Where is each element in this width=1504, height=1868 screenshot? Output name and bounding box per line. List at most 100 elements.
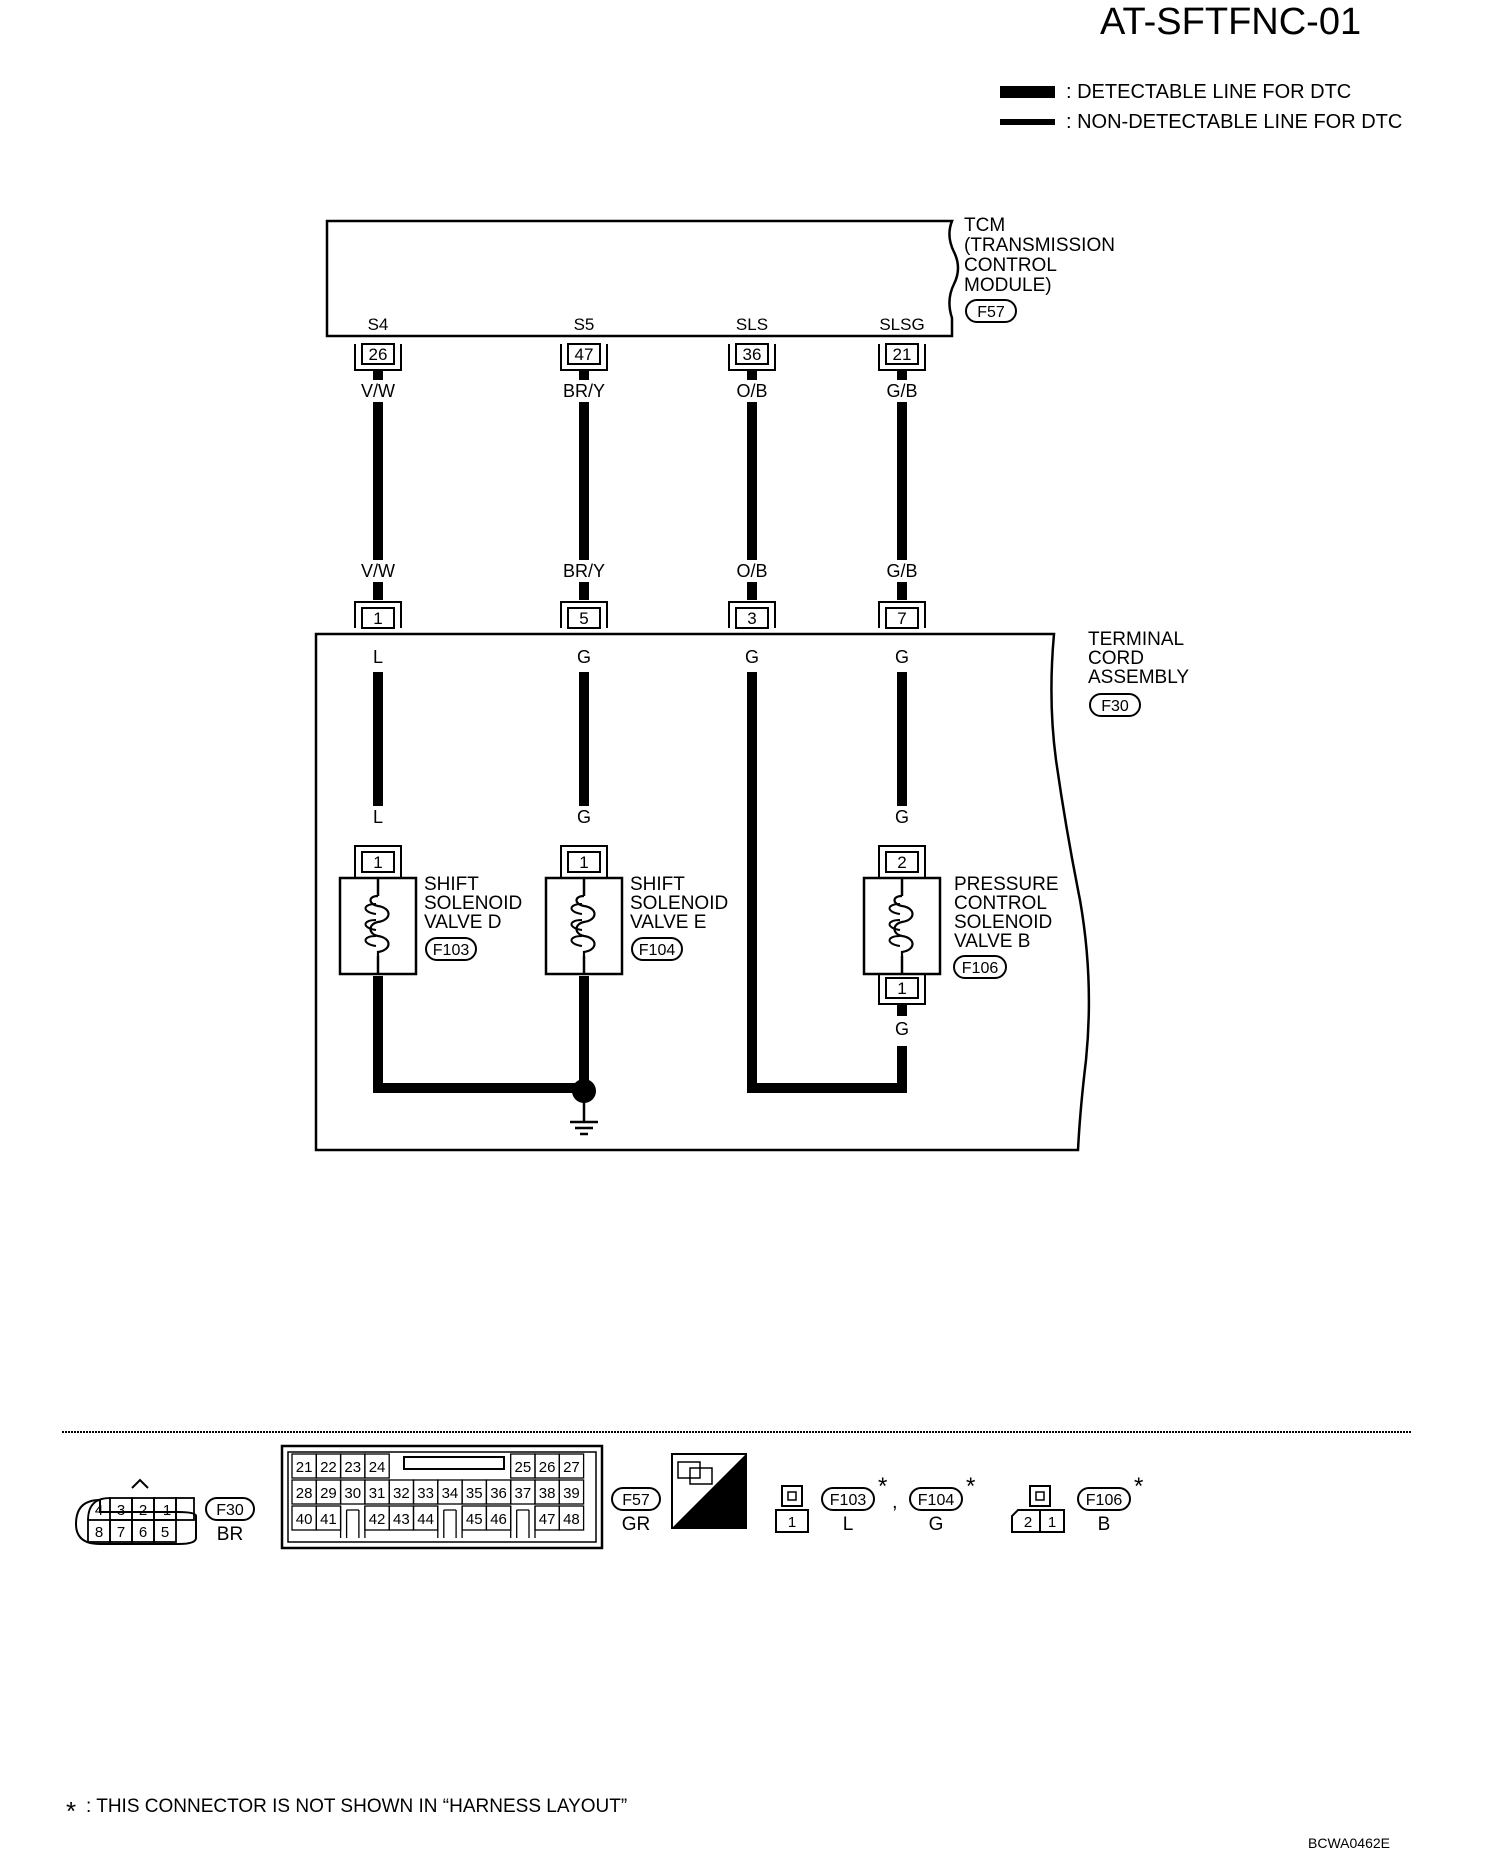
connector-view-f103-f104: 1 F103 * L , F104 * G bbox=[775, 1473, 975, 1535]
valve-d-connector-id: F103 bbox=[433, 942, 470, 959]
tcm-signal-s4: S4 bbox=[368, 315, 389, 334]
f57-pin-42: 42 bbox=[369, 1511, 386, 1528]
terminal-cord-connector-badge bbox=[1089, 693, 1141, 717]
inner-wire-labels: L G G G bbox=[366, 646, 914, 668]
valve-b-connector-id: F106 bbox=[962, 960, 999, 977]
f57-pin-cell bbox=[558, 1479, 585, 1505]
f57-pin-29: 29 bbox=[320, 1485, 337, 1502]
terminal-cord-connector-id: F30 bbox=[1101, 698, 1129, 715]
shift-solenoid-valve-e: 1 SHIFT SOLENOID VALVE E F104 bbox=[544, 845, 728, 976]
valve-b-name-line-1: PRESSURE bbox=[954, 874, 1059, 895]
f104-id: F104 bbox=[918, 1492, 955, 1509]
tcm-pin-36: 36 bbox=[743, 345, 762, 364]
wire-color-slsg-top: G/B bbox=[886, 381, 917, 401]
valve-e-name-line-2: SOLENOID bbox=[630, 893, 728, 914]
terminal-cord-pin-5: 5 bbox=[579, 609, 588, 628]
valve-e-name-line-1: SHIFT bbox=[630, 874, 685, 895]
tcm-signal-s5: S5 bbox=[574, 315, 595, 334]
valve-b-wire-color-bottom: G bbox=[895, 1019, 909, 1039]
terminal-cord-box bbox=[314, 632, 1091, 1152]
f30-pin-2: 2 bbox=[139, 1502, 147, 1519]
f103-id: F103 bbox=[830, 1492, 867, 1509]
f30-pin-8: 8 bbox=[95, 1524, 103, 1541]
f30-pin-6: 6 bbox=[139, 1524, 147, 1541]
f57-pin-27: 27 bbox=[563, 1459, 580, 1476]
f106-color: B bbox=[1098, 1514, 1111, 1535]
tcm-name-line-4: MODULE) bbox=[964, 275, 1052, 296]
legend: : DETECTABLE LINE FOR DTC : NON-DETECTAB… bbox=[1000, 81, 1402, 133]
connector-view-f106: 2 1 F106 * B bbox=[1011, 1473, 1143, 1535]
f57-color: GR bbox=[622, 1514, 651, 1535]
f103-color: L bbox=[843, 1514, 854, 1535]
valve-d-pin: 1 bbox=[373, 853, 382, 872]
f57-pin-48: 48 bbox=[563, 1511, 580, 1528]
terminal-cord-pin-labels: 1 5 3 7 bbox=[373, 609, 906, 628]
tcm-name-line-3: CONTROL bbox=[964, 255, 1057, 276]
wire-color-s5-bottom: BR/Y bbox=[563, 561, 605, 581]
wire-color-sls-top: O/B bbox=[736, 381, 767, 401]
connector-view-f30: 4 3 2 1 8 7 6 5 F30 BR bbox=[74, 1478, 255, 1545]
f57-pin-39: 39 bbox=[563, 1485, 580, 1502]
f57-pin-43: 43 bbox=[393, 1511, 410, 1528]
f57-id: F57 bbox=[622, 1492, 650, 1509]
f57-key-notch bbox=[339, 1506, 366, 1538]
f57-pin-28: 28 bbox=[296, 1485, 313, 1502]
hs-label: H.S. bbox=[707, 1509, 736, 1526]
f57-pin-cell bbox=[558, 1505, 585, 1531]
f57-pin-40: 40 bbox=[296, 1511, 313, 1528]
f57-pin-26: 26 bbox=[539, 1459, 556, 1476]
f106-star: * bbox=[1134, 1473, 1143, 1500]
tcm-terminal-s4 bbox=[354, 343, 402, 371]
f57-pin-38: 38 bbox=[539, 1485, 556, 1502]
tcm-module: TCM (TRANSMISSION CONTROL MODULE) F57 bbox=[325, 215, 1115, 338]
pressure-control-solenoid-valve-b: 2 1 PRESSURE CONTROL SOLENOID VALVE B F1… bbox=[862, 845, 1059, 1016]
f57-pin-cell bbox=[558, 1453, 585, 1479]
wire-sls-loop bbox=[747, 672, 907, 1093]
f57-pin-44: 44 bbox=[417, 1511, 434, 1528]
valve-b-pin-top: 2 bbox=[897, 853, 906, 872]
f30-pin-3: 3 bbox=[117, 1502, 125, 1519]
valve-b-pin-bottom: 1 bbox=[897, 979, 906, 998]
legend-non-detectable-swatch bbox=[1000, 119, 1055, 125]
wire-color-s4-top: V/W bbox=[361, 381, 395, 401]
f57-pin-35: 35 bbox=[466, 1485, 483, 1502]
tcm-box bbox=[325, 219, 960, 338]
terminal-cord-name-line-3: ASSEMBLY bbox=[1088, 667, 1189, 688]
valve-d-wire-color: L bbox=[373, 807, 383, 827]
terminal-cord-pin-7: 7 bbox=[897, 609, 906, 628]
legend-non-detectable-label: : NON-DETECTABLE LINE FOR DTC bbox=[1066, 111, 1402, 133]
valve-d-name-line-1: SHIFT bbox=[424, 874, 479, 895]
wire-color-sls-bottom: O/B bbox=[736, 561, 767, 581]
f57-pin-25: 25 bbox=[515, 1459, 532, 1476]
wires bbox=[373, 371, 907, 1136]
valve-e-wire-color: G bbox=[577, 807, 591, 827]
f57-pin-36: 36 bbox=[490, 1485, 507, 1502]
terminal-cord-name-line-2: CORD bbox=[1088, 648, 1144, 669]
wire-labels-top: V/W BR/Y O/B G/B bbox=[355, 380, 925, 402]
tcm-pin-26: 26 bbox=[369, 345, 388, 364]
tcm-connector-id: F57 bbox=[977, 304, 1005, 321]
legend-detectable-label: : DETECTABLE LINE FOR DTC bbox=[1066, 81, 1351, 103]
inner-color-g-sls: G bbox=[745, 647, 759, 667]
f57-key-notch bbox=[510, 1506, 536, 1538]
valve-e-pin: 1 bbox=[579, 853, 588, 872]
f57-pin-46: 46 bbox=[490, 1511, 507, 1528]
valve-b-name-line-4: VALVE B bbox=[954, 931, 1030, 952]
inner-color-l: L bbox=[373, 647, 383, 667]
wire-valve-d-ground bbox=[373, 976, 584, 1093]
f57-pin-31: 31 bbox=[369, 1485, 386, 1502]
tcm-terminal-labels: S4 S5 SLS SLSG 26 47 36 21 bbox=[368, 315, 925, 364]
f57-pin-37: 37 bbox=[515, 1485, 532, 1502]
tcm-name-line-1: TCM bbox=[964, 215, 1005, 236]
f57-key-notch bbox=[437, 1506, 463, 1538]
page-code: AT-SFTFNC-01 bbox=[1100, 1, 1361, 43]
valve-b-name-line-3: SOLENOID bbox=[954, 912, 1052, 933]
valve-b-wire-color-top: G bbox=[895, 807, 909, 827]
wire-color-s4-bottom: V/W bbox=[361, 561, 395, 581]
f106-id: F106 bbox=[1086, 1492, 1123, 1509]
wire-color-slsg-bottom: G/B bbox=[886, 561, 917, 581]
tcm-terminal-slsg bbox=[878, 343, 926, 371]
tcm-name-line-2: (TRANSMISSION bbox=[964, 235, 1115, 256]
valve-b-name-line-2: CONTROL bbox=[954, 893, 1047, 914]
